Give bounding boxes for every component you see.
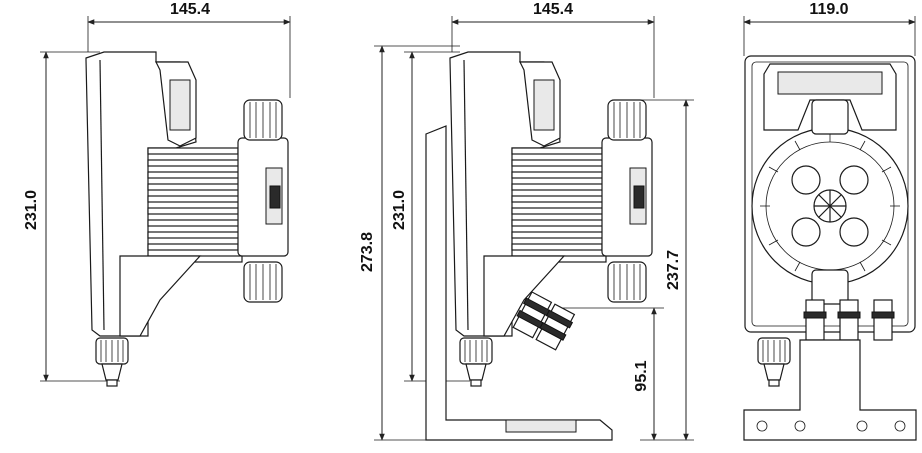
outlet-height-label: 237.7 [665, 250, 682, 290]
side-height-label: 231.0 [23, 190, 40, 230]
bolt-bottom-left [791, 217, 821, 247]
mounted-view: 145.4 273.8 231.0 237.7 95.1 [359, 1, 694, 441]
mounted-height-label: 231.0 [391, 190, 408, 230]
display-window [777, 71, 883, 95]
mounted-width-label: 145.4 [533, 1, 573, 18]
mounted-total-height-label: 273.8 [359, 232, 376, 272]
front-stand [743, 339, 917, 441]
bolt-bottom-right [839, 217, 869, 247]
inlet-height-label: 95.1 [633, 360, 650, 391]
front-view: 119.0 [743, 1, 917, 441]
inlet-fittings [512, 291, 576, 351]
side-width-label: 145.4 [170, 1, 210, 18]
side-view: 145.4 231.0 [23, 1, 291, 387]
bolt-top-left [791, 165, 821, 195]
bolt-top-right [839, 165, 869, 195]
front-width-label: 119.0 [809, 1, 848, 18]
mounting-bracket [425, 125, 613, 441]
